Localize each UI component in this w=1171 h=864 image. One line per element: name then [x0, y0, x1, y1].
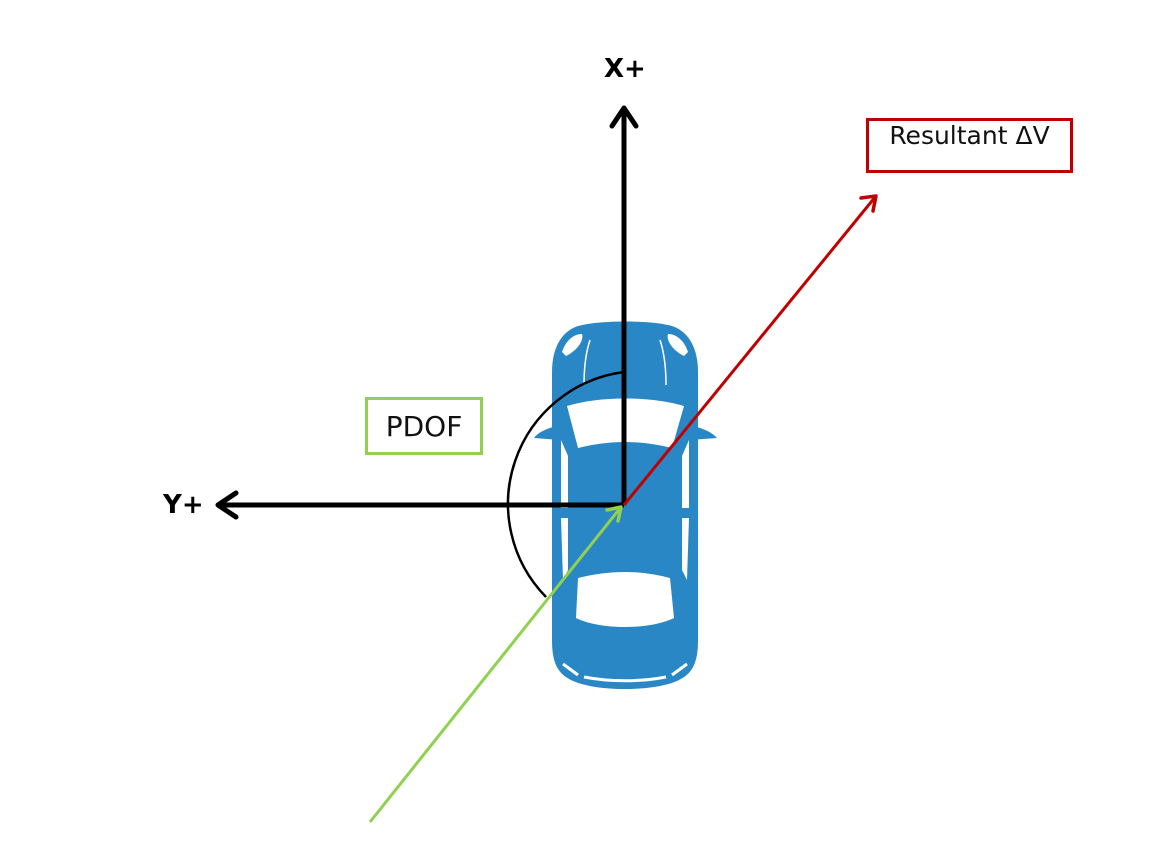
pdof-angle-arc: [506, 370, 625, 598]
car-headlight-left: [562, 334, 583, 356]
car-side-window-left-front: [561, 440, 568, 508]
car-rear-light-right: [671, 662, 688, 677]
y-axis-label: Y+: [163, 490, 204, 520]
car-icon: [534, 321, 717, 689]
pdof-vector: [368, 505, 623, 823]
pdof-label: PDOF: [385, 409, 463, 443]
car-hood-line-left: [583, 339, 591, 386]
car-headlight-right: [667, 334, 688, 356]
car-hood-line-right: [659, 339, 667, 386]
y-axis-arrowhead-icon: [215, 490, 239, 520]
car-side-window-left-rear: [561, 518, 568, 580]
car-rear-window: [576, 572, 674, 627]
car-rear-light-left: [562, 662, 579, 677]
pdof-label-box: PDOF: [365, 397, 483, 455]
x-axis-arrowhead-icon: [609, 105, 639, 129]
car-rear-light-strip: [583, 675, 667, 683]
y-axis: [215, 490, 624, 520]
pdof-arrowhead-icon: [605, 505, 623, 523]
x-axis: [609, 105, 639, 505]
resultant-dv-label: Resultant ΔV: [889, 121, 1050, 150]
x-axis-label: X+: [604, 54, 646, 84]
resultant-dv-arrowhead-icon: [859, 194, 878, 213]
car-side-window-right-rear: [682, 518, 689, 580]
resultant-dv-label-box: Resultant ΔV: [866, 118, 1073, 173]
resultant-dv-vector: [622, 194, 878, 506]
car-side-window-right-front: [682, 440, 689, 508]
